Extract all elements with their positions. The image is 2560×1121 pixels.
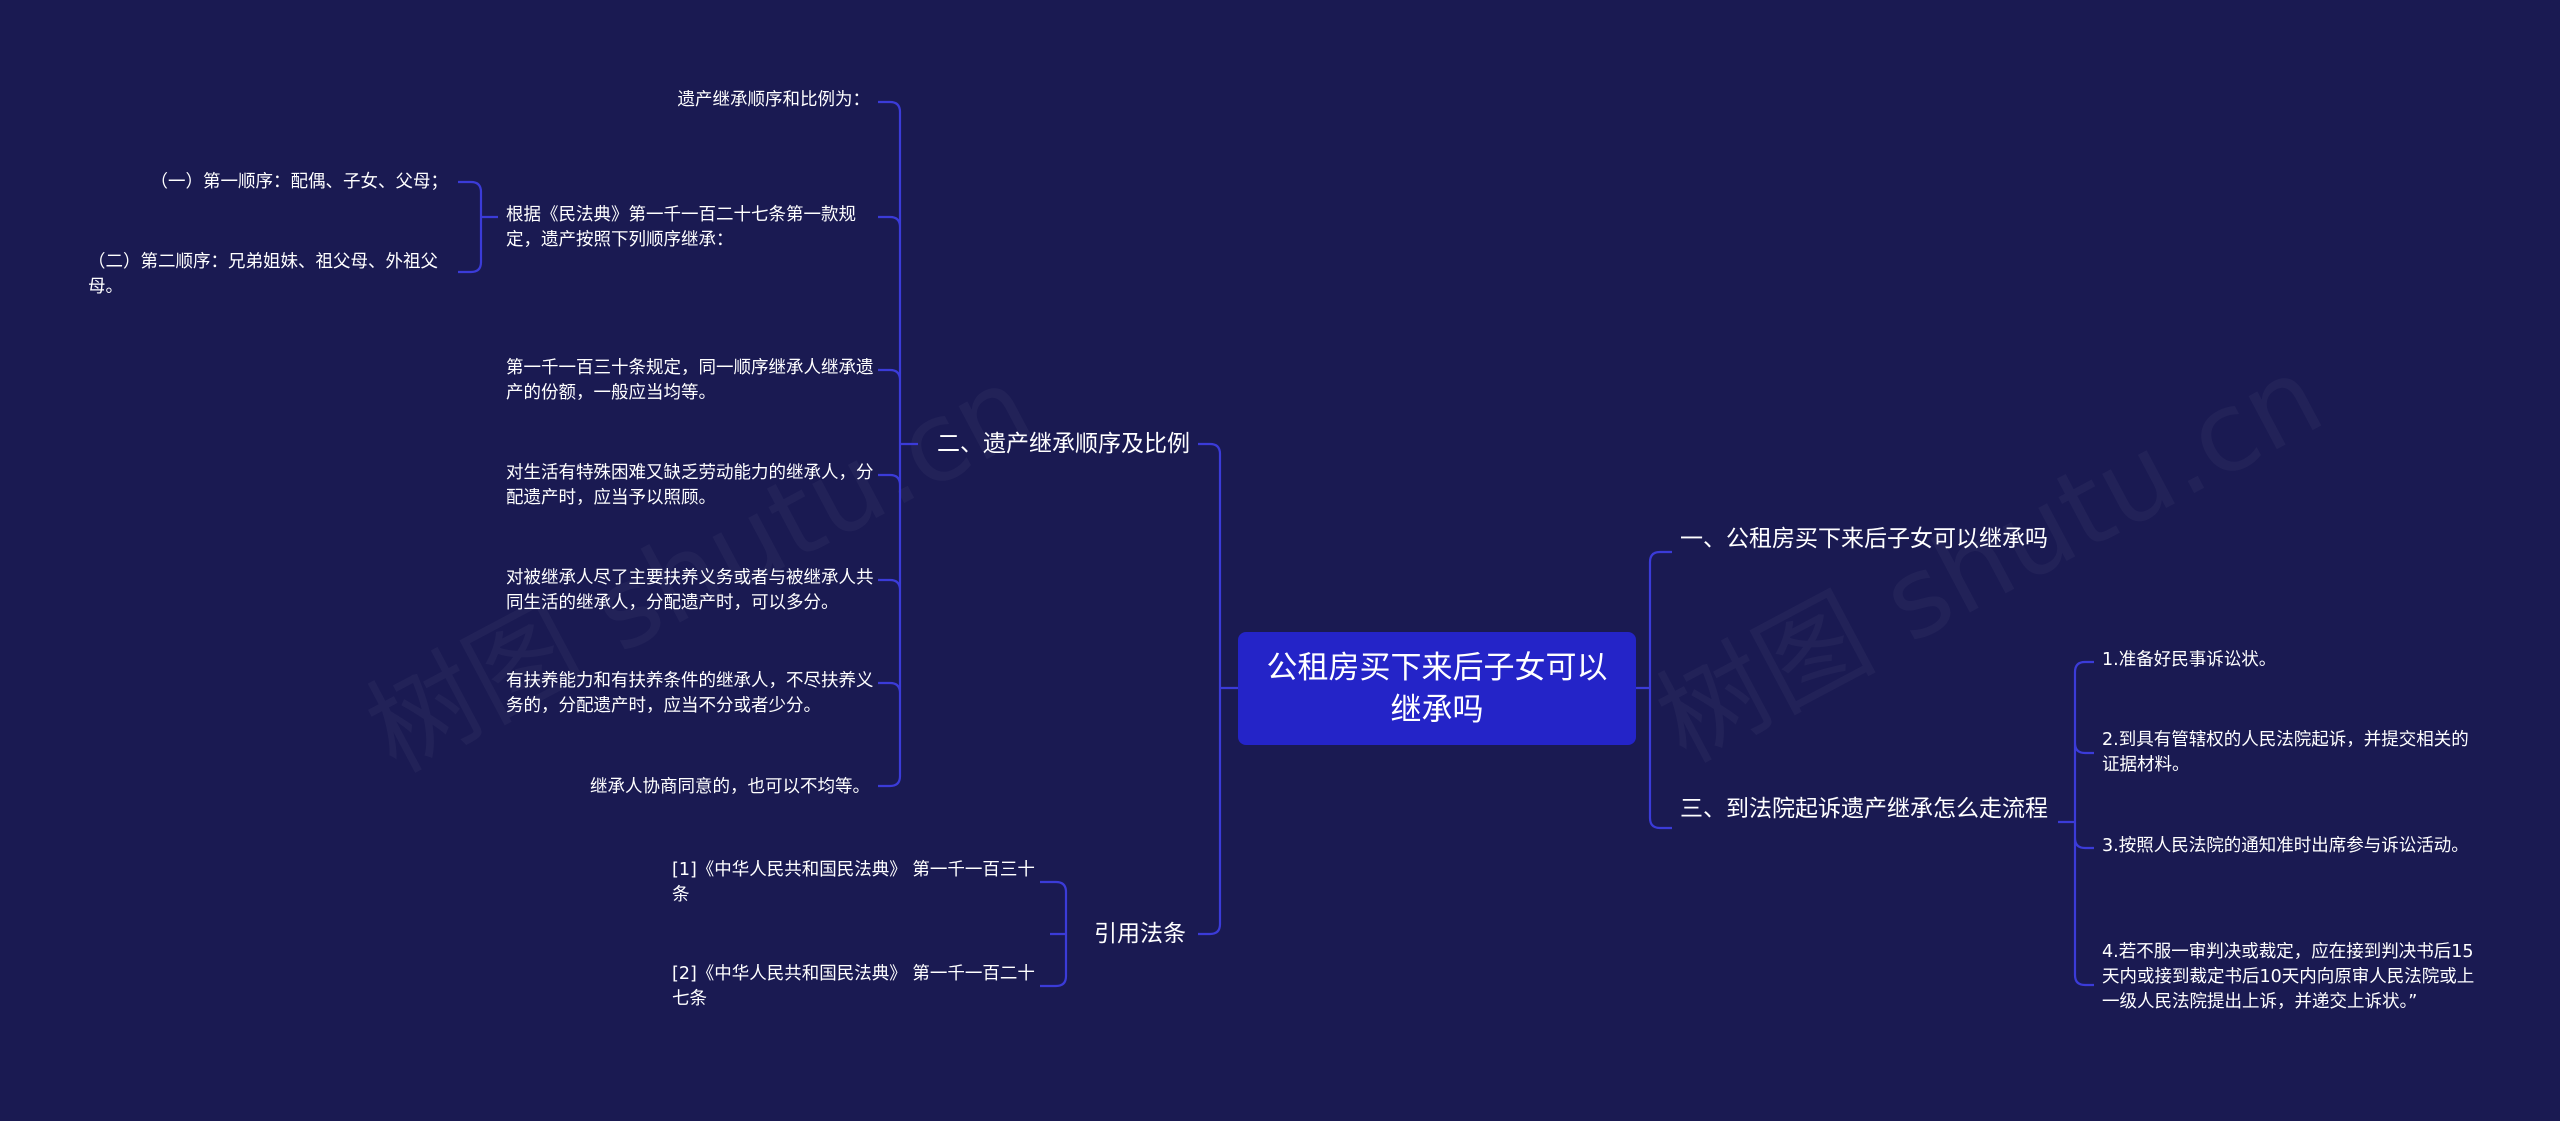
order-main-support[interactable]: 对被继承人尽了主要扶养义务或者与被继承人共同生活的继承人，分配遗产时，可以多分。 (506, 568, 874, 613)
connector-right3-items (2058, 660, 2094, 987)
procedure-step-1[interactable]: 1.准备好民事诉讼状。 (2102, 650, 2277, 670)
branch-court-procedure[interactable]: 三、到法院起诉遗产继承怎么走流程 (1680, 796, 2048, 822)
order-agreement[interactable]: 继承人协商同意的，也可以不均等。 (590, 777, 870, 797)
procedure-step-2[interactable]: 2.到具有管辖权的人民法院起诉，并提交相关的证据材料。 (2102, 730, 2469, 775)
order-no-support[interactable]: 有扶养能力和有扶养条件的继承人，不尽扶养义务的，分配遗产时，应当不分或者少分。 (506, 671, 874, 716)
connector-left2-items (878, 100, 918, 788)
order-special-difficulty[interactable]: 对生活有特殊困难又缺乏劳动能力的继承人，分配遗产时，应当予以照顾。 (506, 463, 874, 508)
connector-sub-items (458, 180, 498, 274)
order-article-1130[interactable]: 第一千一百三十条规定，同一顺序继承人继承遗产的份额，一般应当均等。 (506, 358, 874, 403)
first-order-heirs[interactable]: （一）第一顺序：配偶、子女、父母； (150, 172, 449, 192)
procedure-step-4[interactable]: 4.若不服一审判决或裁定，应在接到判决书后15天内或接到裁定书后10天内向原审人… (2102, 942, 2475, 1012)
branch-inheritance-order[interactable]: 二、遗产继承顺序及比例 (937, 431, 1190, 457)
order-civil-code-1127[interactable]: 根据《民法典》第一千一百二十七条第一款规定，遗产按照下列顺序继承： (506, 205, 856, 250)
cited-law-1127[interactable]: [2]《中华人民共和国民法典》 第一千一百二十七条 (672, 964, 1035, 1009)
procedure-step-3[interactable]: 3.按照人民法院的通知准时出席参与诉讼活动。 (2102, 836, 2469, 856)
order-intro[interactable]: 遗产继承顺序和比例为： (677, 90, 871, 110)
branch-can-children-inherit[interactable]: 一、公租房买下来后子女可以继承吗 (1680, 526, 2048, 552)
connector-ref-items (1040, 880, 1068, 988)
connector-root-left (1198, 442, 1238, 936)
connector-root-right (1636, 550, 1672, 830)
root-topic[interactable]: 公租房买下来后子女可以继承吗 (1238, 632, 1636, 745)
second-order-heirs[interactable]: （二）第二顺序：兄弟姐妹、祖父母、外祖父母。 (88, 252, 438, 297)
branch-cited-laws[interactable]: 引用法条 (1094, 921, 1186, 947)
cited-law-1130[interactable]: [1]《中华人民共和国民法典》 第一千一百三十条 (672, 860, 1035, 905)
